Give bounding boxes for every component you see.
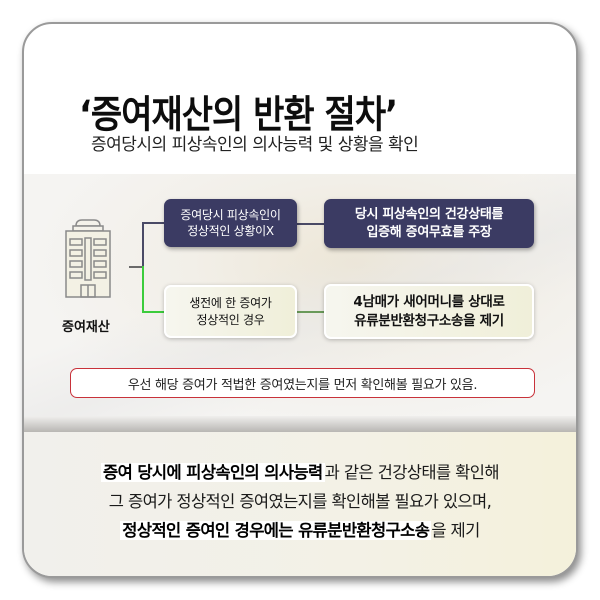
infographic-card: ‘증여재산의 반환 절차’ 증여당시의 피상속인의 의사능력 및 상황을 확인 … [22, 22, 578, 578]
summary-highlight: 증여 당시에 피상속인의 의사능력 [101, 463, 325, 482]
condition-box-normal: 생전에 한 증여가 정상적인 경우 [164, 285, 297, 338]
condition-text-line1: 증여당시 피상속인이 [180, 207, 281, 222]
connector-branch-lower [142, 311, 164, 313]
condition-text-line1: 생전에 한 증여가 [189, 296, 272, 311]
connector-branch-upper [142, 222, 164, 224]
connector-vertical-lower [142, 266, 144, 312]
page-subtitle: 증여당시의 피상속인의 의사능력 및 상황을 확인 [91, 135, 419, 155]
condition-box-abnormal: 증여당시 피상속인이 정상적인 상황이X [164, 199, 297, 247]
result-text-line1: 4남매가 새어머니를 상대로 [353, 294, 505, 311]
connector-vertical-upper [142, 222, 144, 267]
result-box-lawsuit: 4남매가 새어머니를 상대로 유류분반환청구소송을 제기 [324, 284, 534, 339]
condition-text-line2: 정상적인 상황이X [187, 224, 274, 238]
notice-box: 우선 해당 증여가 적법한 증여였는지를 먼저 확인해볼 필요가 있음. [70, 368, 535, 398]
panel-divider [24, 416, 576, 432]
connector-result-lower [297, 311, 324, 313]
summary-text: 을 제기 [431, 521, 480, 540]
summary-line-2: 그 증여가 정상적인 증여였는지를 확인해볼 필요가 있으며, [108, 492, 492, 511]
result-text-line2: 입증해 증여무효를 주장 [366, 224, 492, 240]
result-box-invalidate: 당시 피상속인의 건강상태를 입증해 증여무효를 주장 [324, 199, 534, 248]
result-text-line1: 당시 피상속인의 건강상태를 [354, 206, 504, 222]
result-text-line2: 유류분반환청구소송을 제기 [354, 312, 504, 329]
connector-root [129, 266, 143, 268]
summary-text: 과 같은 건강상태를 확인해 [324, 463, 500, 482]
summary-highlight: 정상적인 증여인 경우에는 유류분반환청구소송 [120, 521, 432, 540]
condition-text-line2: 정상적인 경우 [196, 312, 265, 327]
page-title: ‘증여재산의 반환 절차’ [79, 92, 398, 138]
root-label: 증여재산 [62, 320, 110, 335]
building-icon [65, 219, 111, 298]
diagram-panel: 증여재산 증여당시 피상속인이 정상적인 상황이X 당시 피상속인의 건강상태를… [24, 174, 576, 430]
connector-result-upper [297, 223, 324, 225]
